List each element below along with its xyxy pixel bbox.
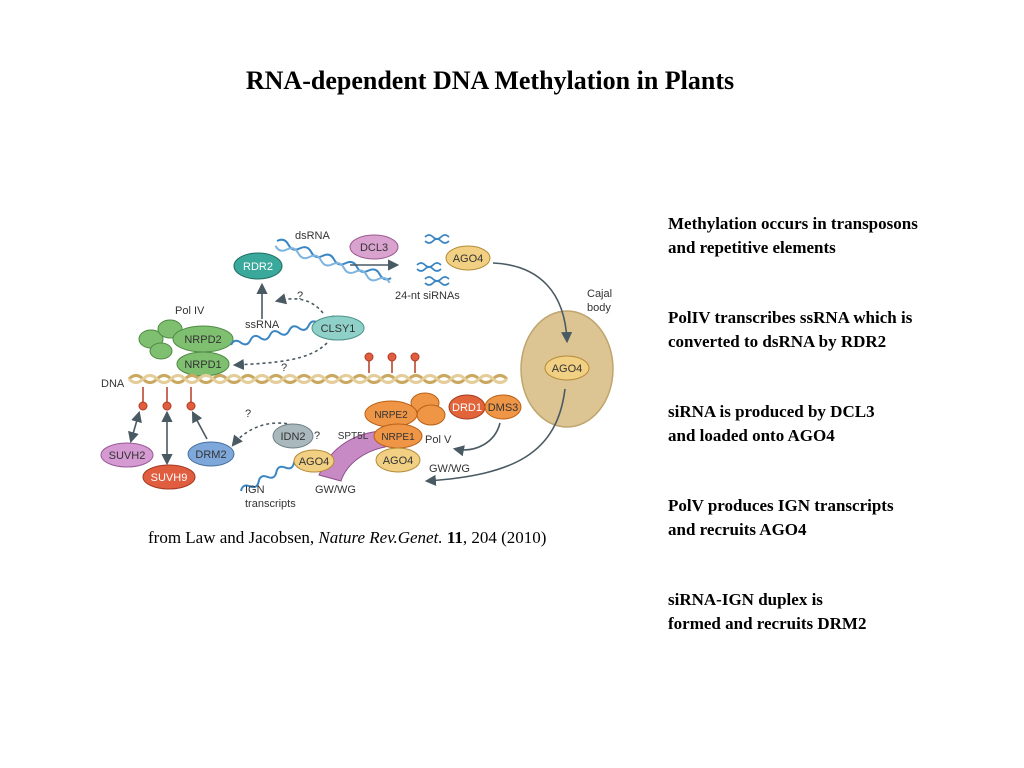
clsy1-label: CLSY1 [321,323,356,335]
rddm-diagram-svg: Cajal body dsRNA DCL3 24-nt siRNAs AGO4 … [100,230,614,510]
ago4-cajal-label: AGO4 [552,363,583,375]
suvh9-label: SUVH9 [151,472,188,484]
suvh2-arrow [128,410,142,444]
note-line: siRNA is produced by DCL3 [668,402,875,421]
dcl3-label: DCL3 [360,242,388,254]
suvh9-protein [142,464,196,490]
ign-label: IGN [245,484,265,496]
note-line: PolIV transcribes ssRNA which is [668,308,913,327]
rddm-diagram: Cajal body dsRNA DCL3 24-nt siRNAs AGO4 … [95,213,625,518]
methyl-marks-bottom [138,387,196,411]
pol-iv-label: Pol IV [175,305,205,317]
nrpd1-label: NRPD1 [184,359,221,371]
ago4-right-protein [375,447,421,473]
q4-label: ? [314,430,320,442]
ago4-left-label: AGO4 [299,456,330,468]
drm2-label: DRM2 [195,449,226,461]
note-item: PolIV transcribes ssRNA which is convert… [668,306,998,354]
ago4-export-arrow [424,388,566,486]
pol-v-complex [364,392,446,449]
nrpe1-label: NRPE1 [381,432,415,443]
clsy1-rdr2-arrow [274,293,324,314]
drd1-polv-arrow [452,422,501,457]
idn2-protein [272,423,314,449]
dna-helix [127,374,509,384]
note-item: siRNA is produced by DCL3 and loaded ont… [668,400,998,448]
pol-iv-complex [138,319,234,377]
dna-label: DNA [101,378,125,390]
spt5l-label: SPT5L [338,431,369,442]
transcripts-label: transcripts [245,498,296,510]
q3-label: ? [245,408,251,420]
ago4-top-label: AGO4 [453,253,484,265]
note-line: converted to dsRNA by RDR2 [668,332,887,351]
pol-v-label: Pol V [425,434,452,446]
sirna-duplexes [416,234,450,286]
ssrna-label: ssRNA [245,319,280,331]
suvh2-label: SUVH2 [109,450,146,462]
drd1-label: DRD1 [452,402,482,414]
q2-label: ? [281,362,287,374]
citation-journal: Nature Rev.Genet. [318,528,443,547]
note-item: siRNA-IGN duplex is formed and recruits … [668,588,998,636]
ago4-left-protein [293,449,335,473]
rdr2-protein [233,252,283,280]
body-label: body [587,302,611,314]
clsy1-protein [311,315,365,341]
citation: from Law and Jacobsen, Nature Rev.Genet.… [148,528,546,548]
citation-suffix: , 204 (2010) [462,528,547,547]
ago4-cajal-protein [544,355,590,381]
note-line: and repetitive elements [668,238,836,257]
note-item: PolV produces IGN transcripts and recrui… [668,494,998,542]
q1-label: ? [297,290,303,302]
ago4-import-arrow [492,262,573,344]
drm2-protein [187,441,235,467]
note-item: Methylation occurs in transposons and re… [668,212,998,260]
cajal-label: Cajal [587,288,612,300]
sirnas-label: 24-nt siRNAs [395,290,460,302]
slide-title: RNA-dependent DNA Methylation in Plants [245,66,735,95]
idn2-drm2-arrow [231,422,294,447]
notes-list: Methylation occurs in transposons and re… [668,212,998,682]
note-line: siRNA-IGN duplex is [668,590,823,609]
clsy1-poliv-arrow [232,342,328,371]
dms3-label: DMS3 [488,402,519,414]
citation-volume: 11 [446,528,463,547]
ago4-top-protein [445,245,491,271]
drm2-arrow [191,411,208,440]
note-line: formed and recruits DRM2 [668,614,867,633]
note-line: Methylation occurs in transposons [668,214,918,233]
methyl-marks-top [364,352,420,373]
citation-prefix: from Law and Jacobsen, [148,528,319,547]
suvh2-protein [100,442,154,468]
dcl3-protein [349,234,399,260]
idn2-label: IDN2 [280,431,305,443]
nrpd2-label: NRPD2 [184,334,221,346]
dsrna-label: dsRNA [295,230,331,242]
note-line: PolV produces IGN transcripts [668,496,894,515]
ago4-right-label: AGO4 [383,455,414,467]
note-line: and recruits AGO4 [668,520,807,539]
nrpe2-label: NRPE2 [374,410,408,421]
note-line: and loaded onto AGO4 [668,426,835,445]
rdr2-label: RDR2 [243,261,273,273]
dms3-protein [484,394,522,420]
gwwg-right-label: GW/WG [429,463,470,475]
gwwg-left-label: GW/WG [315,484,356,496]
